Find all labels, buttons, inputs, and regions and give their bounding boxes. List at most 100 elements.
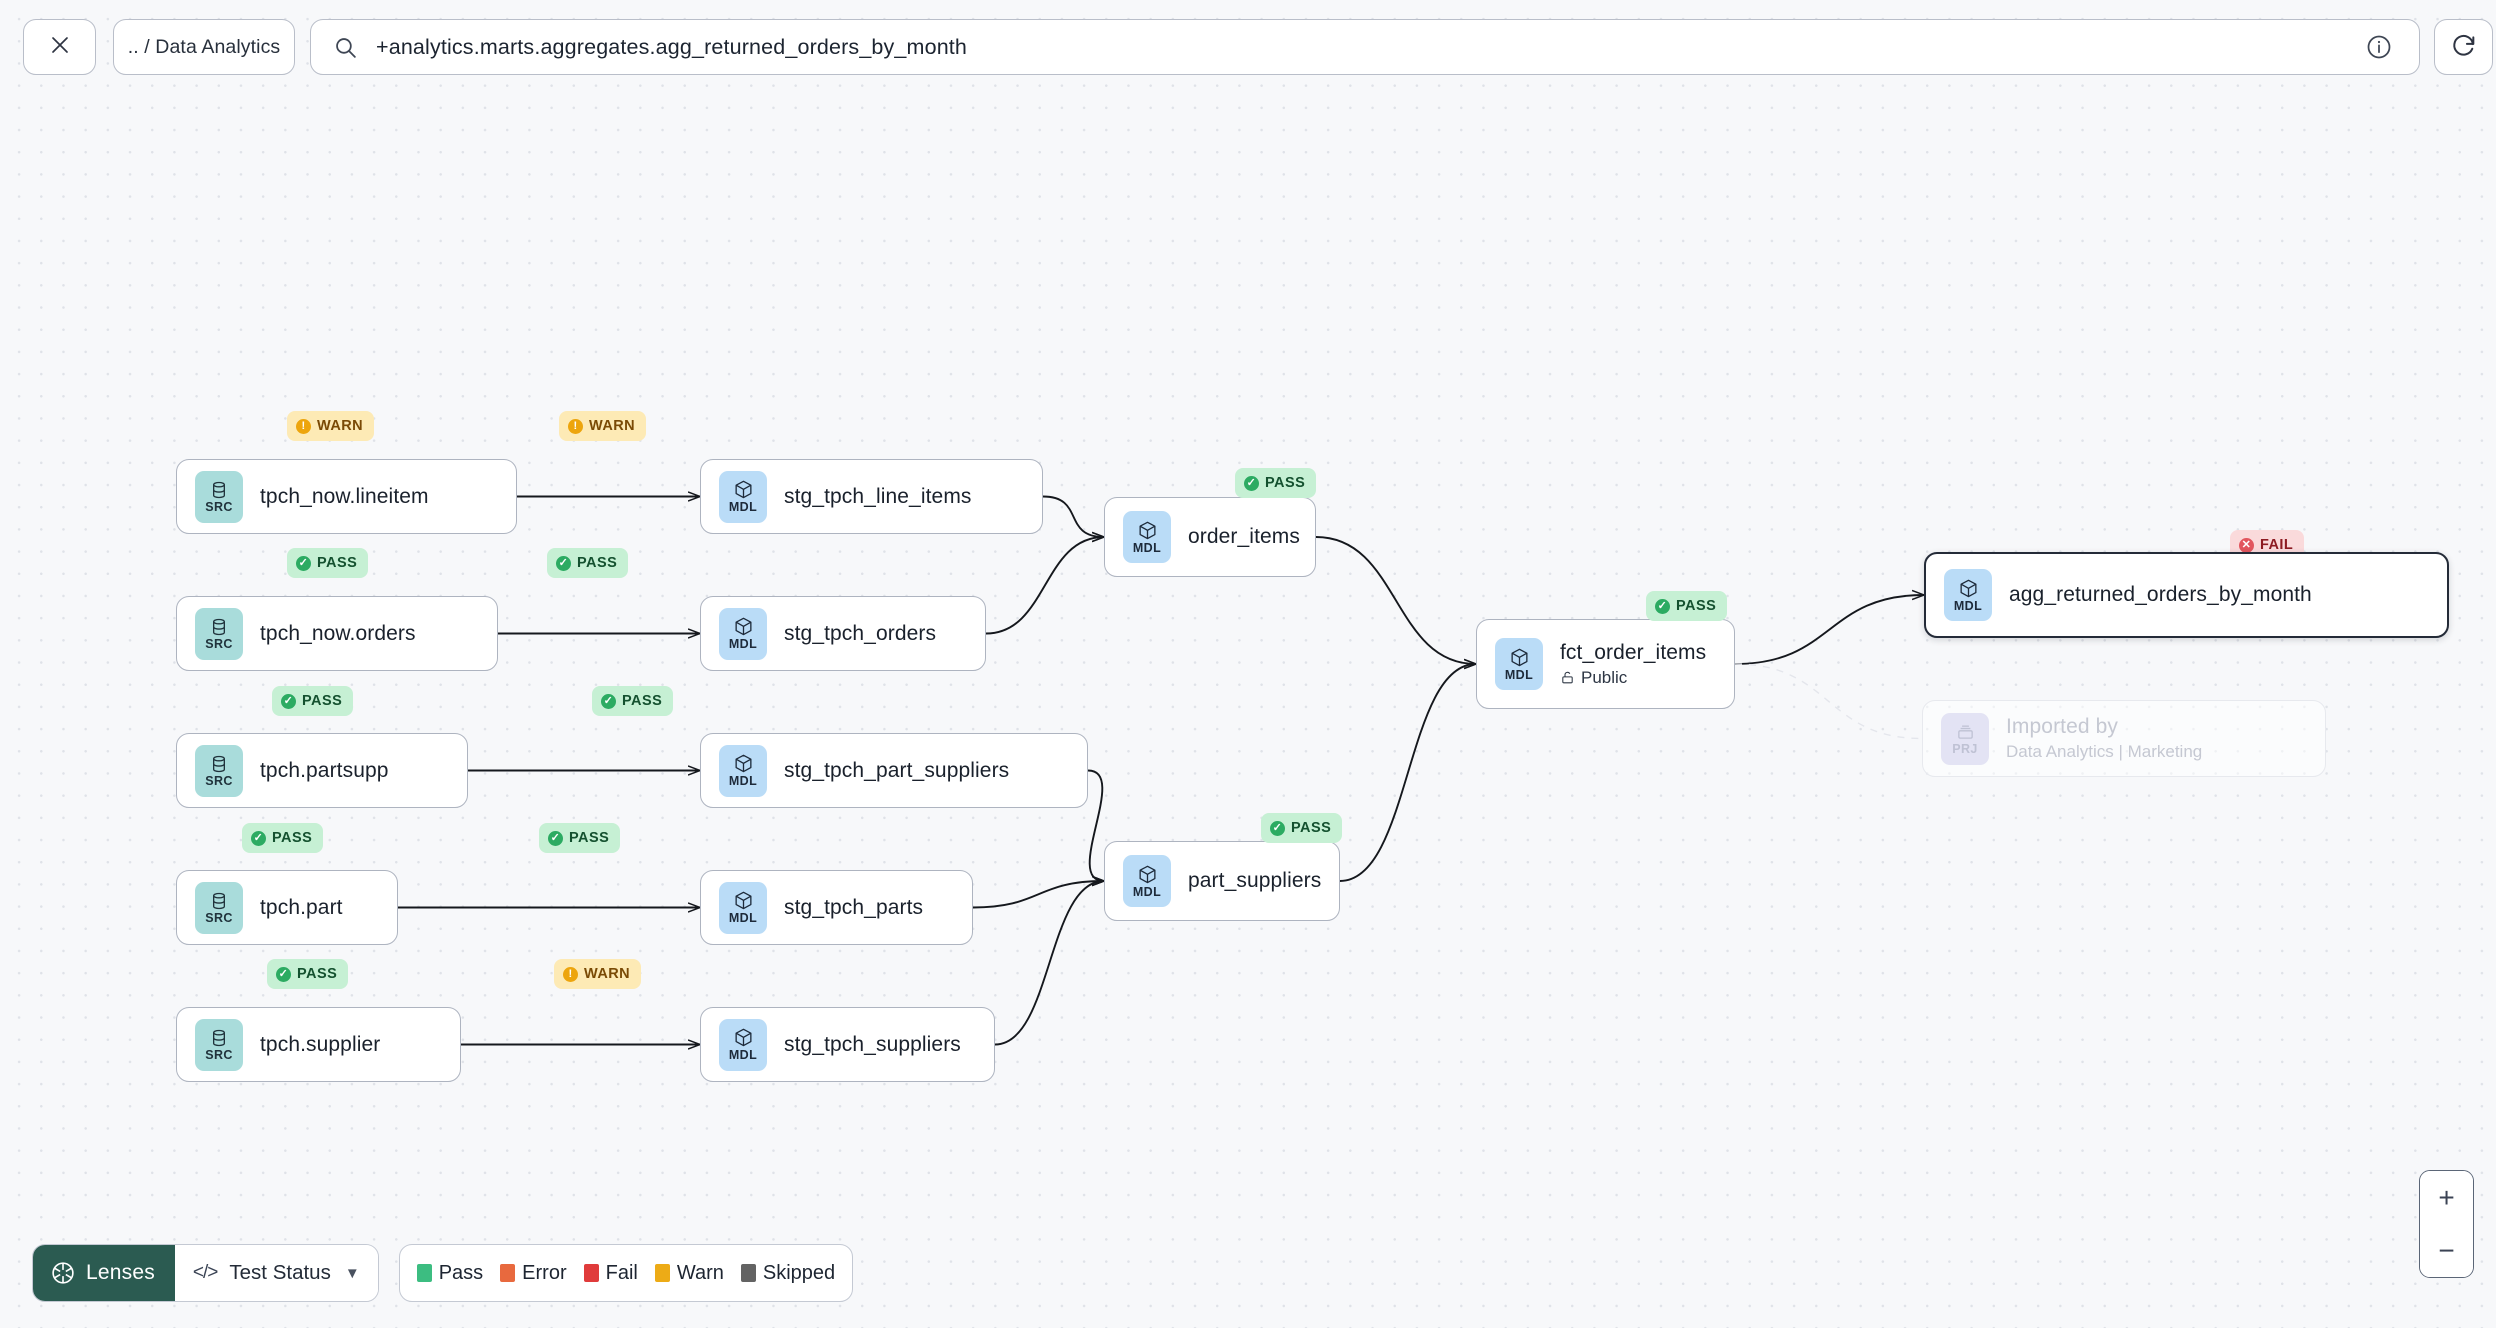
node-type-label: MDL <box>728 911 758 926</box>
graph-node-tpch_part[interactable]: SRC tpch.part <box>176 870 398 945</box>
status-badge-tpch_now_orders[interactable]: ✓ PASS <box>287 548 369 578</box>
status-badge-tpch_now_lineitem[interactable]: !WARN <box>287 411 375 441</box>
graph-node-tpch_supplier[interactable]: SRC tpch.supplier <box>176 1007 461 1082</box>
status-legend: Pass Error Fail Warn Skipped <box>398 1244 854 1302</box>
node-type-label: SRC <box>205 1047 233 1062</box>
node-title: order_items <box>1188 525 1300 548</box>
src-type-chip: SRC <box>195 881 243 934</box>
node-title: stg_tpch_line_items <box>784 484 972 508</box>
node-title: tpch.supplier <box>260 1032 381 1056</box>
node-type-label: MDL <box>728 500 758 515</box>
node-type-label: MDL <box>1132 884 1162 899</box>
graph-node-stg_tpch_parts[interactable]: MDL stg_tpch_parts <box>700 870 973 945</box>
status-badge-tpch_supplier[interactable]: ✓PASS <box>267 959 349 989</box>
search-bar[interactable]: +analytics.marts.aggregates.agg_returned… <box>310 19 2420 75</box>
legend-label: Fail <box>605 1261 638 1284</box>
node-body: stg_tpch_suppliers <box>784 1033 961 1057</box>
node-body: tpch_now.orders <box>260 622 416 646</box>
status-badge-label: PASS <box>1291 820 1332 836</box>
status-warn-icon: ! <box>568 418 583 434</box>
legend-item-error[interactable]: Error <box>500 1262 567 1285</box>
node-type-label: MDL <box>1132 540 1162 555</box>
legend-item-fail[interactable]: Fail <box>583 1261 638 1285</box>
graph-node-stg_tpch_suppliers[interactable]: MDL stg_tpch_suppliers <box>700 1007 995 1082</box>
status-badge-label: PASS <box>302 693 343 709</box>
node-body: tpch_now.lineitem <box>260 485 429 509</box>
status-badge-label: PASS <box>317 555 358 571</box>
code-brackets-icon: </> <box>192 1262 219 1283</box>
status-badge-fct_order_items[interactable]: ✓PASS <box>1646 591 1728 621</box>
node-type-label: MDL <box>728 1048 758 1063</box>
cube-icon <box>1958 578 1979 599</box>
status-badge-stg_tpch_suppliers[interactable]: !WARN <box>554 959 642 989</box>
aperture-icon <box>50 1260 76 1286</box>
status-badge-label: WARN <box>589 418 636 434</box>
node-title: part_suppliers <box>1188 869 1322 892</box>
mdl-type-chip: MDL <box>719 1018 767 1071</box>
lenses-button[interactable]: Lenses <box>33 1245 175 1301</box>
status-badge-stg_tpch_part_suppliers[interactable]: ✓PASS <box>592 686 674 716</box>
mdl-type-chip: MDL <box>719 881 767 934</box>
prj-type-chip: PRJ <box>1941 712 1989 765</box>
graph-node-tpch_now_lineitem[interactable]: SRC tpch_now.lineitem <box>176 459 517 534</box>
legend-label: Warn <box>676 1261 724 1284</box>
legend-swatch-error <box>500 1264 516 1282</box>
zoom-out-button[interactable]: − <box>2420 1224 2473 1277</box>
legend-item-warn[interactable]: Warn <box>654 1261 724 1285</box>
status-badge-label: PASS <box>1265 475 1306 491</box>
graph-node-part_suppliers[interactable]: MDL part_suppliers <box>1104 841 1340 921</box>
node-title: stg_tpch_parts <box>784 895 924 919</box>
search-input[interactable]: +analytics.marts.aggregates.agg_returned… <box>376 34 968 59</box>
mdl-type-chip: MDL <box>719 744 767 797</box>
node-type-label: MDL <box>1504 667 1534 682</box>
unlock-icon <box>1560 670 1575 685</box>
breadcrumb[interactable]: .. / Data Analytics <box>113 19 295 75</box>
graph-node-stg_tpch_line_items[interactable]: MDL stg_tpch_line_items <box>700 459 1043 534</box>
search-icon <box>333 35 358 60</box>
legend-item-skipped[interactable]: Skipped <box>740 1262 835 1285</box>
node-body: tpch.supplier <box>260 1033 380 1057</box>
status-badge-label: PASS <box>297 966 338 982</box>
test-status-label: Test Status <box>229 1261 331 1284</box>
legend-item-pass[interactable]: Pass <box>416 1262 483 1285</box>
status-badge-label: PASS <box>577 555 618 571</box>
status-badge-order_items[interactable]: ✓ PASS <box>1235 468 1317 498</box>
lenses-label: Lenses <box>86 1261 155 1284</box>
test-status-dropdown[interactable]: </> Test Status ▼ <box>174 1245 378 1301</box>
src-type-chip: SRC <box>195 470 243 523</box>
legend-swatch-pass <box>416 1264 432 1282</box>
node-type-label: MDL <box>728 637 758 652</box>
close-button[interactable] <box>23 19 96 75</box>
graph-node-stg_tpch_part_suppliers[interactable]: MDL stg_tpch_part_suppliers <box>700 733 1088 808</box>
status-badge-label: PASS <box>622 693 663 709</box>
status-badge-label: PASS <box>1676 598 1717 614</box>
status-badge-stg_tpch_line_items[interactable]: ! WARN <box>559 411 647 441</box>
zoom-in-button[interactable]: + <box>2420 1171 2473 1224</box>
database-icon <box>209 1028 229 1048</box>
node-type-label: SRC <box>205 910 233 925</box>
node-body: tpch.part <box>260 896 343 920</box>
node-title: agg_returned_orders_by_month <box>2009 583 2312 606</box>
status-pass-icon: ✓ <box>296 555 311 571</box>
node-title: fct_order_items <box>1560 640 1707 664</box>
status-badge-stg_tpch_parts[interactable]: ✓PASS <box>539 823 621 853</box>
node-body: stg_tpch_part_suppliers <box>784 759 1009 783</box>
graph-node-order_items[interactable]: MDL order_items <box>1104 497 1316 577</box>
top-toolbar: .. / Data Analytics +analytics.marts.agg… <box>0 0 2496 118</box>
status-badge-tpch_part[interactable]: ✓PASS <box>242 823 324 853</box>
status-pass-icon: ✓ <box>1244 475 1259 491</box>
status-badge-part_suppliers[interactable]: ✓PASS <box>1261 813 1343 843</box>
node-body: stg_tpch_line_items <box>784 485 972 509</box>
status-badge-tpch_partsupp[interactable]: ✓PASS <box>272 686 354 716</box>
refresh-button[interactable] <box>2434 19 2493 75</box>
status-badge-stg_tpch_orders[interactable]: ✓PASS <box>547 548 629 578</box>
info-circle-icon[interactable] <box>2365 33 2393 61</box>
